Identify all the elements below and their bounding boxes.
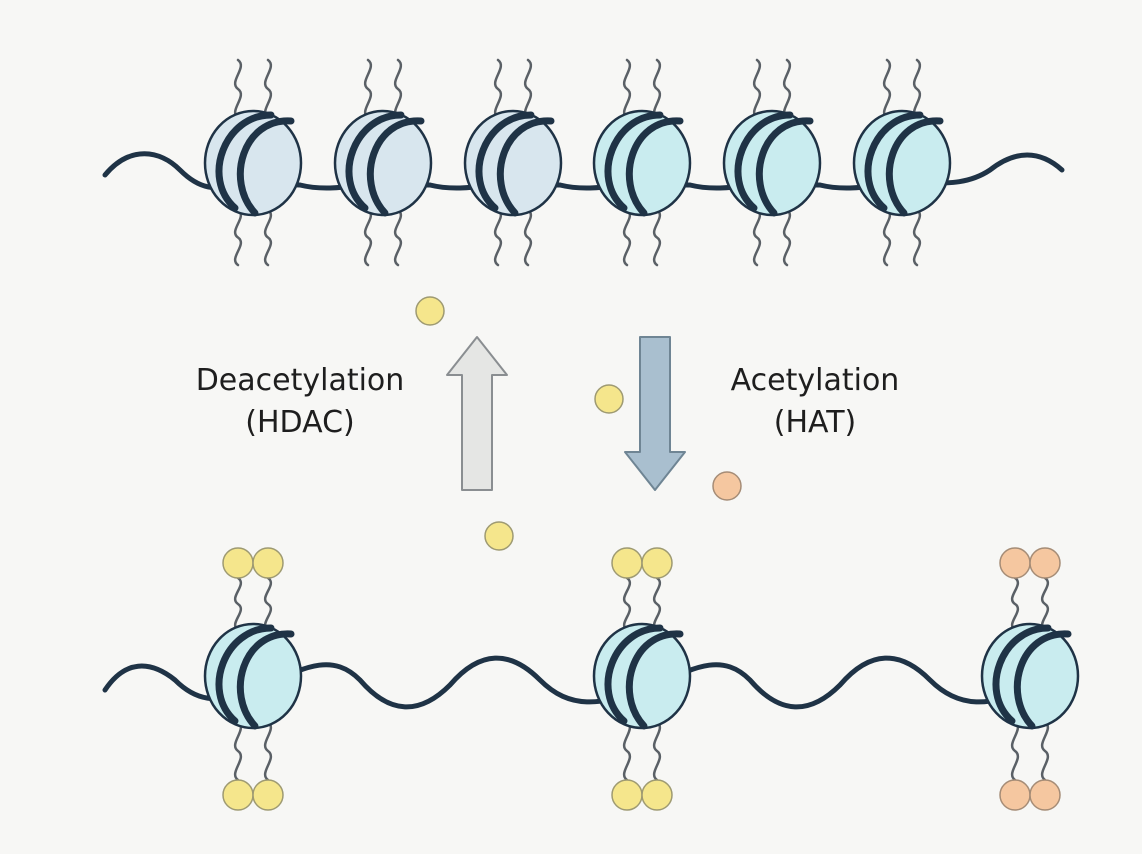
histone-tail bbox=[493, 58, 503, 120]
acetyl-group bbox=[252, 779, 284, 811]
histone-tail bbox=[233, 720, 243, 782]
acetyl-group bbox=[611, 779, 643, 811]
histone-tail bbox=[622, 576, 632, 632]
acetyl-group bbox=[999, 547, 1031, 579]
histone-tail bbox=[233, 58, 243, 120]
acetylation-enzyme: (HAT) bbox=[773, 405, 857, 440]
histone-tail bbox=[652, 58, 662, 120]
acetyl-group bbox=[611, 547, 643, 579]
acetylation-arrow-down bbox=[624, 336, 686, 491]
histone-tail bbox=[263, 58, 273, 120]
histone-tail bbox=[882, 208, 892, 267]
acetyl-group bbox=[222, 779, 254, 811]
acetylation-title: Acetylation bbox=[730, 363, 900, 398]
acetyl-group bbox=[1029, 779, 1061, 811]
histone-tail bbox=[912, 58, 922, 120]
acetyl-group bbox=[594, 384, 624, 414]
nucleosome bbox=[205, 624, 301, 728]
acetyl-group bbox=[415, 296, 445, 326]
nucleosome bbox=[594, 111, 690, 215]
histone-tail bbox=[1010, 720, 1020, 782]
deacetylation-title: Deacetylation bbox=[195, 363, 405, 398]
acetyl-group bbox=[484, 521, 514, 551]
histone-tail bbox=[912, 208, 922, 267]
histone-tail bbox=[263, 720, 273, 782]
nucleosome bbox=[465, 111, 561, 215]
histone-tail bbox=[652, 576, 662, 632]
nucleosome bbox=[335, 111, 431, 215]
histone-tail bbox=[782, 208, 792, 267]
histone-tail bbox=[1040, 576, 1050, 632]
acetyl-group bbox=[641, 779, 673, 811]
acetyl-group bbox=[222, 547, 254, 579]
histone-tail bbox=[393, 208, 403, 267]
histone-tail bbox=[622, 720, 632, 782]
histone-tail bbox=[622, 58, 632, 120]
acetylation-label: Acetylation (HAT) bbox=[700, 360, 930, 444]
acetyl-group bbox=[252, 547, 284, 579]
acetyl-group bbox=[641, 547, 673, 579]
histone-tail bbox=[1010, 576, 1020, 632]
deacetylation-enzyme: (HDAC) bbox=[245, 405, 355, 440]
nucleosome bbox=[982, 624, 1078, 728]
acetyl-group bbox=[999, 779, 1031, 811]
nucleosome bbox=[854, 111, 950, 215]
histone-tail bbox=[393, 58, 403, 120]
histone-tail bbox=[233, 208, 243, 267]
histone-tail bbox=[523, 58, 533, 120]
histone-tail bbox=[752, 58, 762, 120]
histone-tail bbox=[652, 720, 662, 782]
histone-tail bbox=[263, 576, 273, 632]
histone-tail bbox=[622, 208, 632, 267]
deacetylation-label: Deacetylation (HDAC) bbox=[180, 360, 420, 444]
histone-tail bbox=[523, 208, 533, 267]
histone-tail bbox=[233, 576, 243, 632]
nucleosome bbox=[205, 111, 301, 215]
histone-tail bbox=[752, 208, 762, 267]
acetyl-group bbox=[1029, 547, 1061, 579]
histone-tail bbox=[263, 208, 273, 267]
free-acetyl-groups bbox=[415, 296, 742, 551]
histone-tail bbox=[882, 58, 892, 120]
open-chromatin bbox=[102, 547, 1078, 811]
histone-tail bbox=[782, 58, 792, 120]
condensed-chromatin bbox=[102, 58, 1065, 267]
histone-tail bbox=[652, 208, 662, 267]
histone-tail bbox=[493, 208, 503, 267]
nucleosome bbox=[594, 624, 690, 728]
histone-tail bbox=[1040, 720, 1050, 782]
nucleosome bbox=[724, 111, 820, 215]
histone-tail bbox=[363, 58, 373, 120]
acetyl-group bbox=[712, 471, 742, 501]
histone-tail bbox=[363, 208, 373, 267]
deacetylation-arrow-up bbox=[446, 336, 508, 491]
